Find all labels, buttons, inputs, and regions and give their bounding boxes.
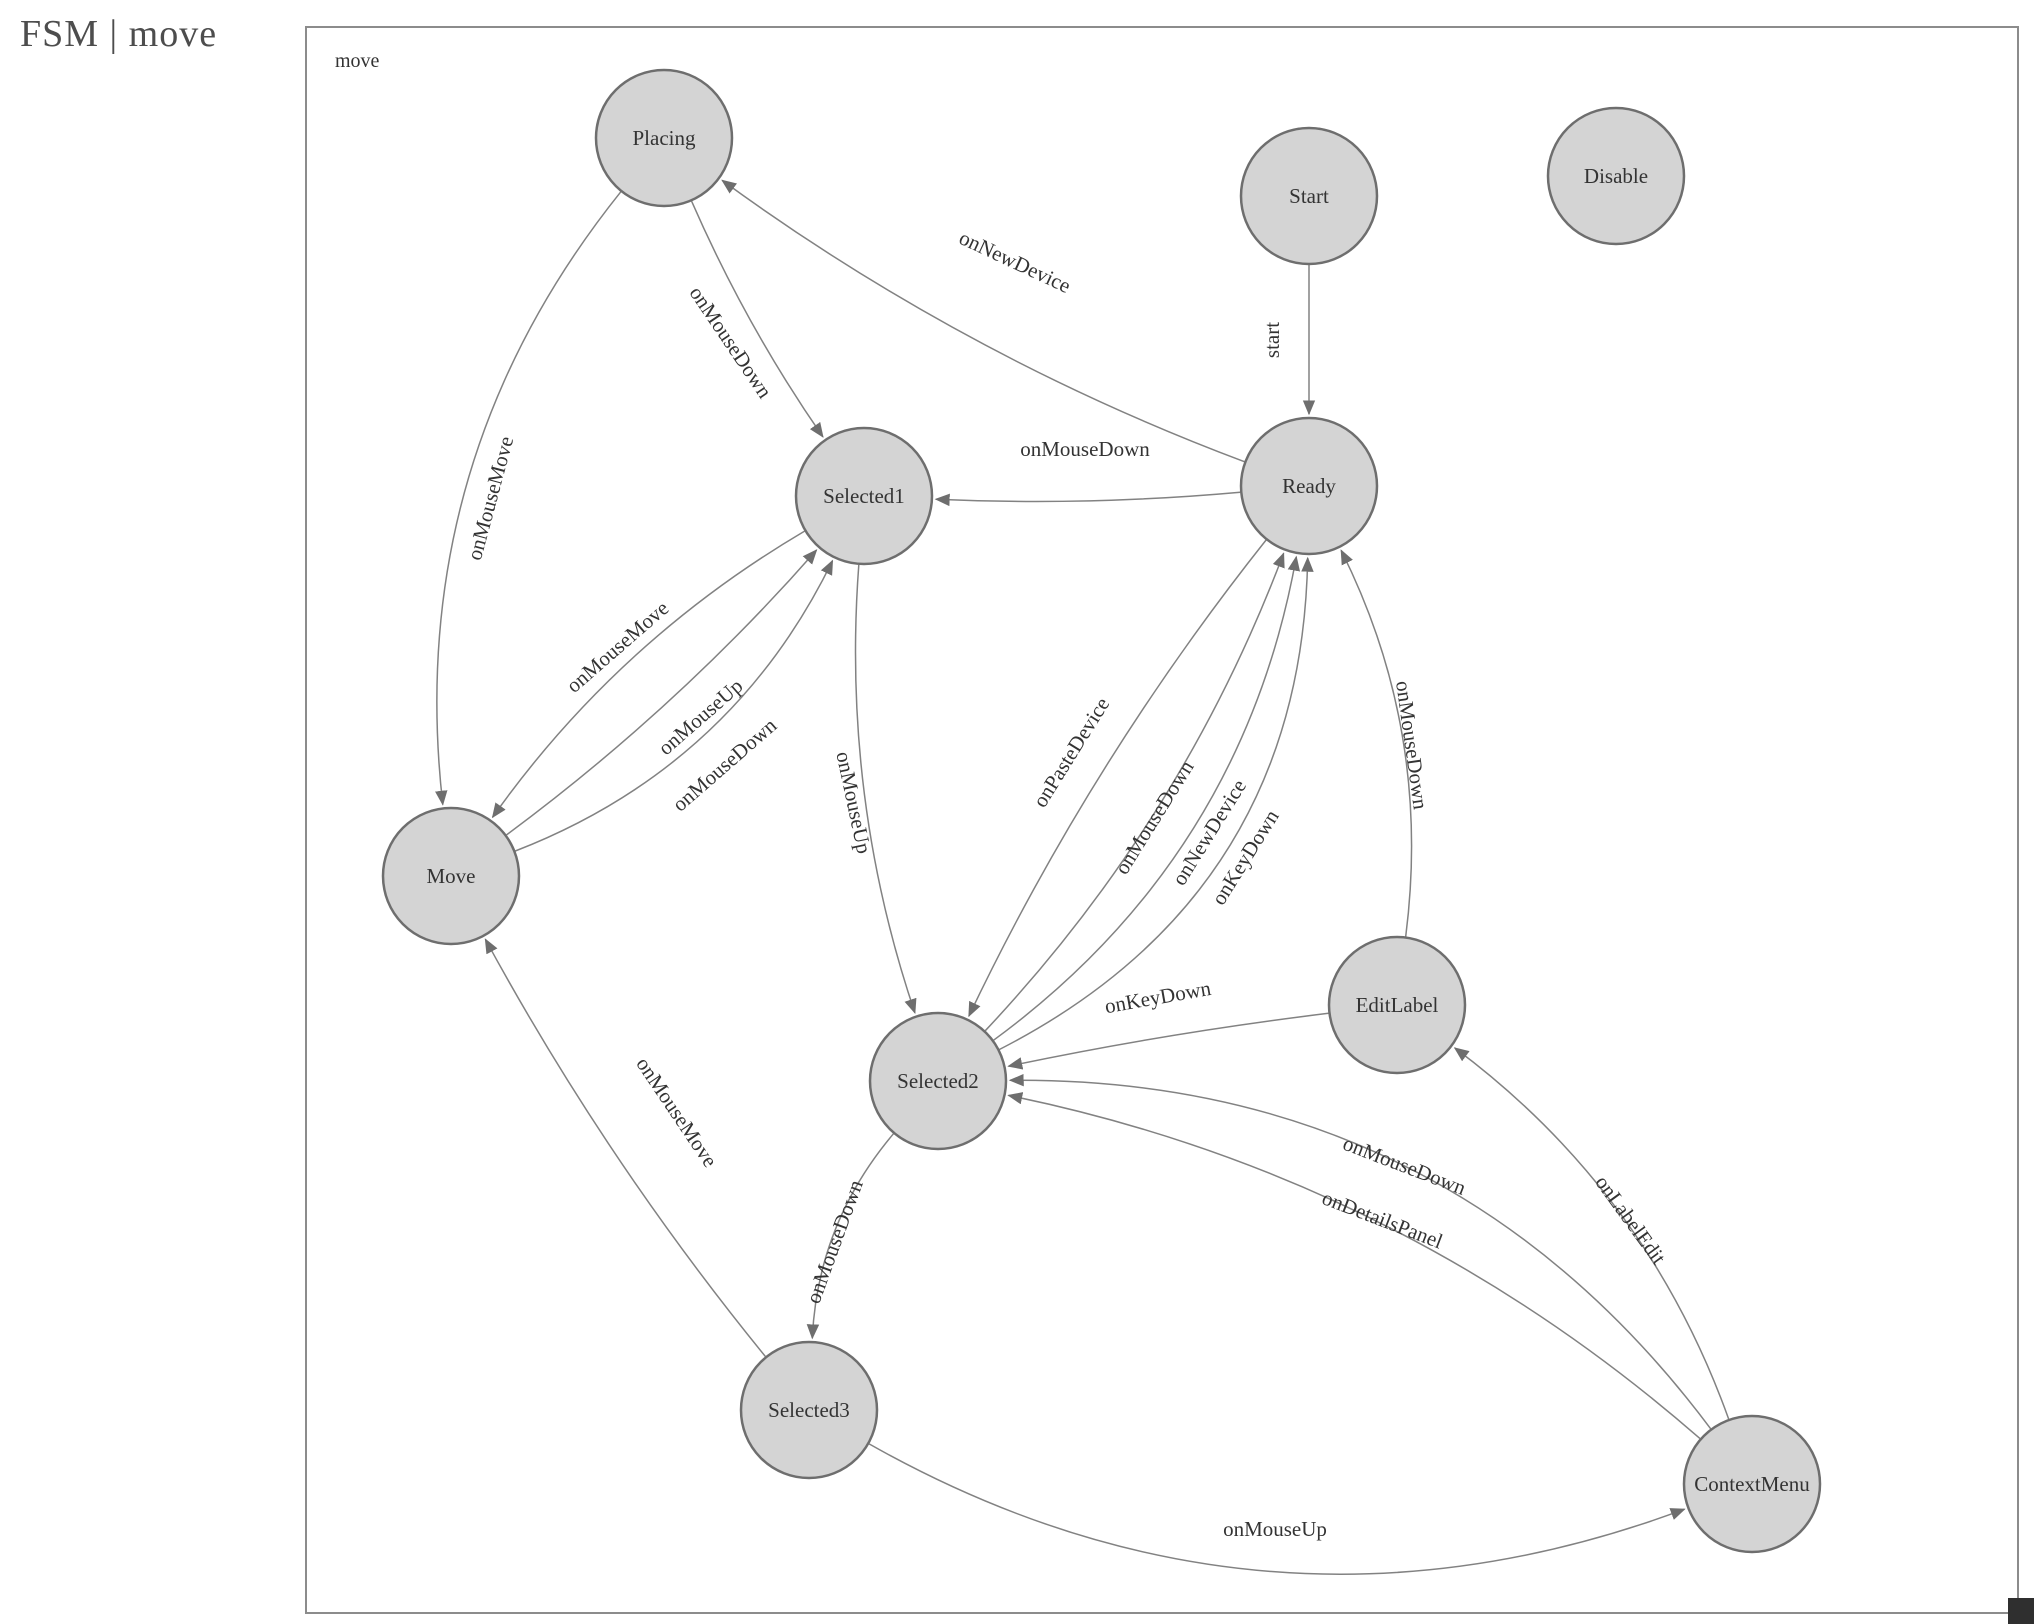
- state-circle-placing[interactable]: [594, 68, 734, 208]
- state-node-selected3[interactable]: Selected3: [739, 1340, 879, 1480]
- transition-label-onMouseMove: onMouseMove: [462, 434, 518, 563]
- state-circle-editlabel[interactable]: [1327, 935, 1467, 1075]
- canvas-mode-label: move: [335, 50, 380, 72]
- state-node-editlabel[interactable]: EditLabel: [1327, 935, 1467, 1075]
- transition-contextmenu-editlabel-onLabelEdit[interactable]: [1453, 1047, 1730, 1420]
- transitions-layer: startonMouseDownonNewDeviceonMouseDownon…: [435, 179, 1730, 1575]
- transition-label-onMouseDown: onMouseDown: [1020, 437, 1150, 461]
- fsm-diagram: startonMouseDownonNewDeviceonMouseDownon…: [381, 68, 1822, 1575]
- state-label-contextmenu: ContextMenu: [1694, 1472, 1810, 1496]
- state-node-selected1[interactable]: Selected1: [794, 426, 934, 566]
- transition-selected2-selected3-onMouseDown[interactable]: [806, 1133, 895, 1340]
- state-node-ready[interactable]: Ready: [1239, 416, 1379, 556]
- transition-selected1-selected2-onMouseUp[interactable]: [854, 564, 917, 1014]
- transition-ready-selected2-onPasteDevice[interactable]: [968, 539, 1267, 1018]
- transition-selected2-ready-onNewDevice[interactable]: [993, 555, 1301, 1041]
- state-label-selected1: Selected1: [823, 484, 905, 508]
- transition-label-onPasteDevice: onPasteDevice: [1028, 693, 1114, 812]
- state-label-start: Start: [1289, 184, 1329, 208]
- state-label-disable: Disable: [1584, 164, 1648, 188]
- transition-label-onLabelEdit: onLabelEdit: [1590, 1171, 1671, 1269]
- state-circle-selected1[interactable]: [794, 426, 934, 566]
- state-circle-disable[interactable]: [1546, 106, 1686, 246]
- scrollbar-corner: [2008, 1598, 2034, 1624]
- transition-selected3-contextmenu-onMouseUp[interactable]: [868, 1443, 1686, 1575]
- state-label-placing: Placing: [633, 126, 696, 150]
- transition-selected1-move-onMouseMove[interactable]: [491, 530, 805, 819]
- transition-placing-move-onMouseMove[interactable]: [435, 191, 622, 806]
- transition-move-selected1-onMouseDown[interactable]: [515, 559, 834, 852]
- transition-label-start: start: [1260, 322, 1284, 358]
- transition-contextmenu-selected2-onDetailsPanel[interactable]: [1007, 1092, 1701, 1440]
- transition-label-onMouseMove: onMouseMove: [562, 596, 674, 698]
- state-node-placing[interactable]: Placing: [594, 68, 734, 208]
- page-title: FSM | move: [20, 13, 218, 55]
- transition-move-selected1-onMouseUp[interactable]: [506, 549, 818, 836]
- state-circle-start[interactable]: [1239, 126, 1379, 266]
- transition-selected3-move-onMouseMove[interactable]: [484, 938, 766, 1357]
- transition-selected2-ready-onMouseDown[interactable]: [984, 552, 1285, 1032]
- state-circle-ready[interactable]: [1239, 416, 1379, 556]
- state-node-disable[interactable]: Disable: [1546, 106, 1686, 246]
- state-label-ready: Ready: [1282, 474, 1336, 498]
- transition-label-onMouseUp: onMouseUp: [831, 749, 876, 856]
- transition-label-onDetailsPanel: onDetailsPanel: [1319, 1185, 1446, 1253]
- transition-ready-selected1-onMouseDown[interactable]: [934, 491, 1241, 507]
- state-label-selected3: Selected3: [768, 1398, 850, 1422]
- transition-label-onNewDevice: onNewDevice: [955, 225, 1074, 298]
- state-node-contextmenu[interactable]: ContextMenu: [1682, 1414, 1822, 1554]
- state-circle-contextmenu[interactable]: [1682, 1414, 1822, 1554]
- transition-editlabel-selected2-onKeyDown[interactable]: [1007, 1012, 1329, 1070]
- transition-label-onMouseDown: onMouseDown: [801, 1176, 868, 1306]
- state-node-selected2[interactable]: Selected2: [868, 1011, 1008, 1151]
- transition-label-onKeyDown: onKeyDown: [1103, 976, 1213, 1018]
- transition-editlabel-ready-onMouseDown[interactable]: [1340, 549, 1413, 937]
- state-circle-selected2[interactable]: [868, 1011, 1008, 1151]
- state-node-start[interactable]: Start: [1239, 126, 1379, 266]
- transition-label-onMouseDown: onMouseDown: [1340, 1131, 1470, 1200]
- state-circle-move[interactable]: [381, 806, 521, 946]
- transition-placing-selected1-onMouseDown[interactable]: [690, 200, 824, 438]
- state-label-selected2: Selected2: [897, 1069, 979, 1093]
- state-label-move: Move: [427, 864, 476, 888]
- transition-label-onMouseDown: onMouseDown: [1391, 679, 1433, 811]
- state-label-editlabel: EditLabel: [1356, 993, 1439, 1017]
- transition-label-onMouseMove: onMouseMove: [631, 1053, 722, 1172]
- transition-contextmenu-selected2-onMouseDown[interactable]: [1008, 1073, 1712, 1430]
- transition-selected2-ready-onKeyDown[interactable]: [999, 556, 1314, 1051]
- state-circle-selected3[interactable]: [739, 1340, 879, 1480]
- state-node-move[interactable]: Move: [381, 806, 521, 946]
- transition-ready-placing-onNewDevice[interactable]: [721, 179, 1245, 463]
- transition-label-onMouseUp: onMouseUp: [1223, 1517, 1327, 1541]
